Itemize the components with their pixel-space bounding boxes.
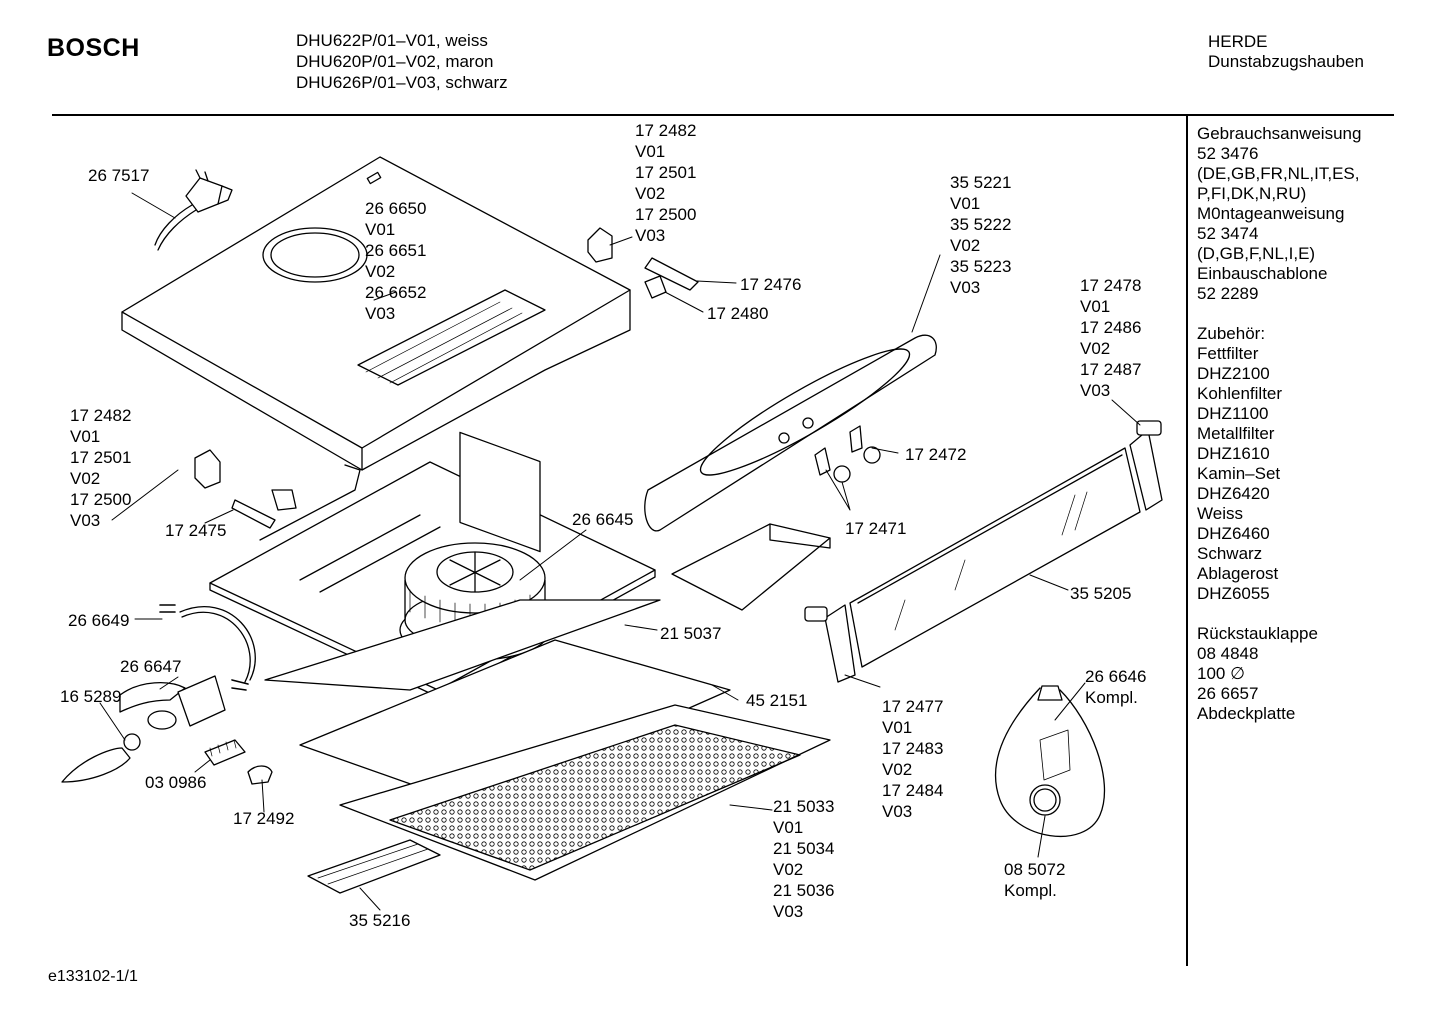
sidebar-line: DHZ6055 — [1197, 584, 1270, 603]
drawing-code: e133102-1/1 — [48, 968, 138, 985]
accessories-sidebar: Gebrauchsanweisung 52 3476 (DE,GB,FR,NL,… — [1197, 124, 1361, 724]
sidebar-line: Ablagerost — [1197, 564, 1279, 583]
glass-shield-icon — [849, 447, 1141, 668]
sidebar-line: 100 ∅ — [1197, 664, 1245, 683]
front-strip-icon — [307, 839, 441, 894]
model-line: DHU620P/01–V02, maron — [296, 52, 494, 71]
sidebar-line: P,FI,DK,N,RU) — [1197, 184, 1307, 203]
sidebar-line: (D,GB,F,NL,I,E) — [1197, 244, 1316, 263]
switch-knob-icon — [814, 425, 881, 483]
model-list: DHU622P/01–V01, weiss DHU620P/01–V02, ma… — [296, 30, 508, 93]
sidebar-line: Kohlenfilter — [1197, 384, 1283, 403]
model-line: DHU626P/01–V03, schwarz — [296, 73, 508, 92]
part-label-452151: 45 2151 — [746, 691, 808, 710]
sidebar-line: DHZ2100 — [1197, 364, 1270, 383]
category-line: HERDE — [1208, 32, 1268, 51]
sidebar-line: 26 6657 — [1197, 684, 1259, 703]
brand-logo: BOSCH — [47, 34, 140, 62]
header-divider — [52, 114, 1394, 116]
part-label-172471: 17 2471 — [845, 519, 907, 538]
tray-rack-icon — [671, 523, 831, 611]
leader-lines — [99, 192, 1141, 911]
model-line: DHU622P/01–V01, weiss — [296, 31, 488, 50]
part-label-355205: 35 5205 — [1070, 584, 1132, 603]
sidebar-line: Abdeckplatte — [1197, 704, 1296, 723]
sidebar-line: 52 3476 — [1197, 144, 1259, 163]
part-label-172472: 17 2472 — [905, 445, 967, 464]
sidebar-line: 52 2289 — [1197, 284, 1259, 303]
sidebar-line: Weiss — [1197, 504, 1243, 523]
part-label-266645: 26 6645 — [572, 510, 634, 529]
terminal-block-icon — [204, 739, 273, 785]
sidebar-line: Einbauschablone — [1197, 264, 1328, 283]
accessory-bag-icon — [995, 685, 1106, 837]
sidebar-line: Gebrauchsanweisung — [1197, 124, 1362, 143]
bracket-icon — [194, 227, 699, 529]
bulb-icon — [61, 733, 141, 783]
side-cap-icon — [804, 420, 1163, 683]
sidebar-line: (DE,GB,FR,NL,IT,ES, — [1197, 164, 1360, 183]
part-label-266649: 26 6649 — [68, 611, 130, 630]
sidebar-line: Metallfilter — [1197, 424, 1275, 443]
part-label-172475: 17 2475 — [165, 521, 227, 540]
part-label-266647: 26 6647 — [120, 657, 182, 676]
sidebar-line: 08 4848 — [1197, 644, 1259, 663]
sidebar-line: DHZ6460 — [1197, 524, 1270, 543]
part-label-172480: 17 2480 — [707, 304, 769, 323]
power-cord-icon — [154, 169, 233, 251]
sidebar-line: Schwarz — [1197, 544, 1263, 563]
part-label-030986: 03 0986 — [145, 773, 207, 792]
sidebar-line: Fettfilter — [1197, 344, 1259, 363]
part-label-172476: 17 2476 — [740, 275, 802, 294]
product-category: HERDE Dunstabzugshauben — [1208, 32, 1364, 72]
sidebar-line: Kamin–Set — [1197, 464, 1281, 483]
sidebar-line: Rückstauklappe — [1197, 624, 1318, 643]
filter-frame-icon — [264, 599, 831, 881]
front-panel-icon — [644, 334, 937, 532]
category-line: Dunstabzugshauben — [1208, 52, 1364, 71]
sidebar-line: DHZ1610 — [1197, 444, 1270, 463]
sidebar-line: 52 3474 — [1197, 224, 1259, 243]
hood-housing-icon — [121, 156, 631, 471]
sidebar-divider — [1186, 116, 1188, 966]
part-label-165289: 16 5289 — [60, 687, 122, 706]
sidebar-line: DHZ6420 — [1197, 484, 1270, 503]
part-label-355216: 35 5216 — [349, 911, 411, 930]
part-label-172492: 17 2492 — [233, 809, 295, 828]
part-label-215037: 21 5037 — [660, 624, 722, 643]
lamp-housing-icon — [119, 675, 226, 730]
sidebar-line: Zubehör: — [1197, 324, 1266, 343]
sidebar-line: M0ntageanweisung — [1197, 204, 1345, 223]
part-label-267517: 26 7517 — [88, 166, 150, 185]
wiring-harness-icon — [159, 604, 256, 691]
sidebar-line: DHZ1100 — [1197, 404, 1269, 423]
